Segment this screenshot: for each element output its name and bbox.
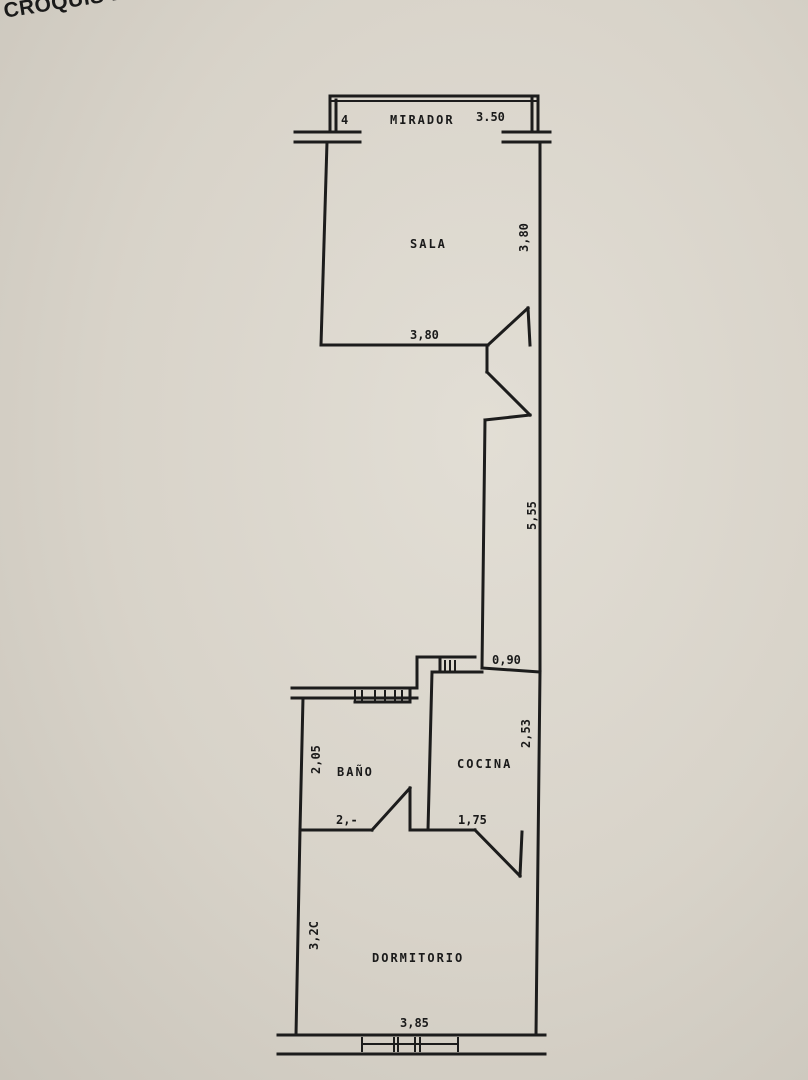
mirador-window [293,94,552,144]
sala-door [483,305,533,422]
bano-walls [298,696,477,833]
room-label-sala: SALA [410,237,447,251]
room-label-bano: BAÑO [337,764,374,779]
dim-sala-width: 3,80 [410,328,439,342]
dormitorio-walls [276,828,547,1056]
dim-sala-depth: 3,80 [517,223,531,252]
room-label-cocina: COCINA [457,757,512,771]
hall-walls [480,418,542,674]
room-label-dormitorio: DORMITORIO [372,951,464,965]
sala-walls [319,140,542,672]
dim-hall-length: 5,55 [525,501,539,530]
dim-bano-width: 2,- [336,813,358,827]
dim-mirador-depth: 4 [341,113,348,127]
dim-mirador-width: 3.50 [476,110,505,124]
dim-dormitorio-depth: 3,2C [307,921,321,950]
room-label-mirador: MIRADOR [390,113,455,127]
dim-cocina-width: 1,75 [458,813,487,827]
kitchen-window [415,655,484,832]
cocina-walls [472,670,542,1037]
dim-cocina-depth: 2,53 [519,719,533,748]
dormitorio-window [361,1037,459,1052]
dim-hall-width: 0,90 [492,653,521,667]
dim-bano-depth: 2,05 [309,745,323,774]
dim-dormitorio-width: 3,85 [400,1016,429,1030]
bano-window [290,686,419,704]
